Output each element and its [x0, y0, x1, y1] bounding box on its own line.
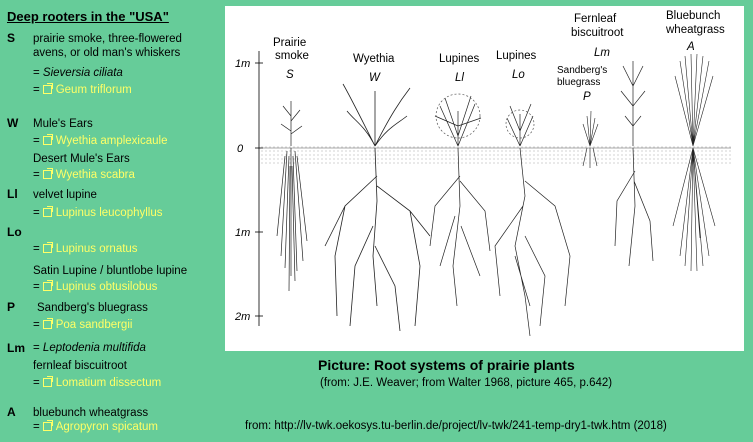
legend-abbr-ll: Ll — [7, 187, 18, 201]
legend-link-row-w: =Wyethia amplexicaule — [33, 134, 168, 147]
external-link-icon[interactable] — [42, 242, 53, 253]
soil-surface — [261, 146, 731, 164]
plant-label-lupines-1: Lupines — [439, 53, 480, 65]
plant-drawing-lm — [614, 61, 654, 267]
legend-abbr-p: P — [7, 300, 16, 314]
legend-title: Deep rooters in the "USA" — [7, 9, 169, 24]
plant-drawing-w — [324, 83, 431, 332]
legend-abbr-w: W — [7, 116, 19, 130]
link-geum-triflorum[interactable]: Geum triflorum — [55, 84, 132, 96]
link-poa-sandbergii[interactable]: Poa sandbergii — [55, 319, 133, 331]
external-link-icon[interactable] — [42, 420, 53, 431]
legend-link-row-p: =Poa sandbergii — [33, 318, 133, 331]
legend-abbr-a: A — [7, 405, 16, 419]
external-link-icon[interactable] — [42, 280, 53, 291]
depth-label-0: 0 — [237, 143, 244, 155]
plant-label-sandberg: Sandberg's — [557, 65, 607, 76]
plant-drawing-p — [582, 110, 599, 168]
plant-code-ll: Ll — [455, 72, 464, 84]
legend-link-row-ll: =Lupinus leucophyllus — [33, 206, 163, 219]
legend-common-lo2: Satin Lupine / bluntlobe lupine — [33, 265, 188, 277]
external-link-icon[interactable] — [42, 318, 53, 329]
depth-label-minus-2m: 2m — [234, 311, 250, 323]
link-wyethia-scabra[interactable]: Wyethia scabra — [55, 169, 135, 181]
plant-label-fernleaf-2: biscuitroot — [571, 27, 624, 39]
external-link-icon[interactable] — [42, 83, 53, 94]
link-lomatium-dissectum[interactable]: Lomatium dissectum — [55, 377, 162, 389]
legend-common-w: Mule's Ears — [33, 118, 93, 130]
external-link-icon[interactable] — [42, 168, 53, 179]
link-lupinus-ornatus[interactable]: Lupinus ornatus — [55, 243, 138, 255]
legend-common-p: Sandberg's bluegrass — [37, 302, 148, 314]
plant-drawing-a — [672, 53, 716, 272]
plant-label-bluebunch: Bluebunch — [666, 10, 720, 22]
legend-link-row-a: =Agropyron spicatum — [33, 420, 158, 433]
plant-drawing-ll — [429, 93, 491, 307]
legend-synonym-lm: = Leptodenia multifida — [33, 342, 146, 354]
legend-common-s-line2: avens, or old man's whiskers — [33, 47, 181, 59]
external-link-icon[interactable] — [42, 206, 53, 217]
plant-label-bluebunch-2: wheatgrass — [665, 24, 725, 36]
external-link-icon[interactable] — [42, 134, 53, 145]
plant-code-lo: Lo — [512, 69, 525, 81]
link-wyethia-amplexicaule[interactable]: Wyethia amplexicaule — [55, 135, 168, 147]
link-agropyron-spicatum[interactable]: Agropyron spicatum — [55, 421, 158, 433]
legend-link-row-s: =Geum triflorum — [33, 83, 132, 96]
link-lupinus-leucophyllus[interactable]: Lupinus leucophyllus — [55, 207, 163, 219]
plant-label-sandberg-2: bluegrass — [557, 77, 600, 88]
legend-common-ll: velvet lupine — [33, 189, 97, 201]
plant-drawing-s — [276, 101, 308, 292]
legend-link-row-lm: =Lomatium dissectum — [33, 376, 162, 389]
legend-synonym-s: = Sieversia ciliata — [33, 67, 123, 79]
plant-drawing-lo — [494, 103, 571, 337]
plant-code-w: W — [369, 72, 381, 84]
legend-link-row-lo: =Lupinus ornatus — [33, 242, 138, 255]
legend-common-s-line1: prairie smoke, three-flowered — [33, 33, 182, 45]
root-systems-figure: 1m 0 1m 2m Prairie smoke S Wyethia W Lup… — [225, 6, 744, 351]
plant-label-prairie-smoke-2: smoke — [275, 50, 309, 62]
root-systems-drawing: 1m 0 1m 2m Prairie smoke S Wyethia W Lup… — [234, 10, 731, 337]
plant-label-prairie-smoke: Prairie — [273, 37, 306, 49]
figure-caption: Picture: Root systems of prairie plants — [318, 357, 575, 373]
legend-abbr-lm: Lm — [7, 341, 25, 355]
plant-code-a: A — [686, 41, 695, 53]
legend-link-row-lo2: =Lupinus obtusilobus — [33, 280, 158, 293]
depth-label-plus-1m: 1m — [235, 58, 250, 70]
plant-code-lm: Lm — [594, 47, 610, 59]
legend-link-row-w2: =Wyethia scabra — [33, 168, 135, 181]
plant-label-lupines-2: Lupines — [496, 50, 537, 62]
legend-common-lm: fernleaf biscuitroot — [33, 360, 127, 372]
figure-caption-source: (from: J.E. Weaver; from Walter 1968, pi… — [320, 377, 613, 389]
plant-code-s: S — [286, 69, 294, 81]
legend-abbr-lo: Lo — [7, 225, 22, 239]
legend-common-w2: Desert Mule's Ears — [33, 153, 130, 165]
legend-common-a: bluebunch wheatgrass — [33, 407, 149, 419]
link-lupinus-obtusilobus[interactable]: Lupinus obtusilobus — [55, 281, 158, 293]
plant-label-fernleaf: Fernleaf — [574, 13, 617, 25]
legend-abbr-s: S — [7, 31, 16, 45]
plant-label-wyethia: Wyethia — [353, 53, 395, 65]
plant-code-p: P — [583, 91, 591, 103]
depth-label-minus-1m: 1m — [235, 227, 250, 239]
page-source-url: from: http://lv-twk.oekosys.tu-berlin.de… — [245, 420, 667, 432]
external-link-icon[interactable] — [42, 376, 53, 387]
